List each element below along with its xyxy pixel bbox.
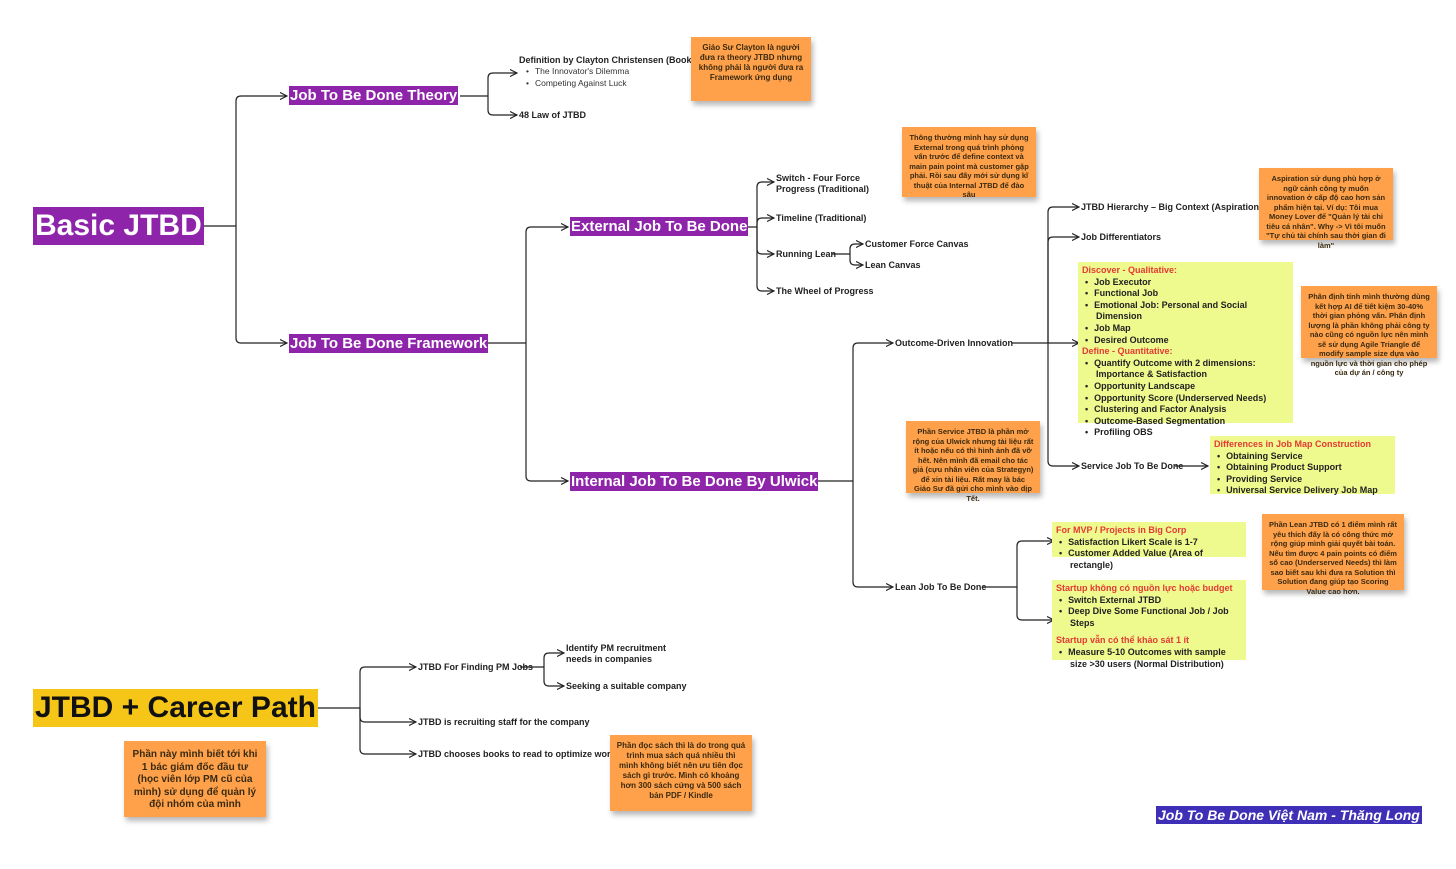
identify-pm-recruitment[interactable]: Identify PM recruitment needs in compani… (566, 643, 667, 664)
note-career[interactable]: Phần này mình biết tới khi 1 bác giám đố… (124, 741, 266, 817)
list-item: Profiling OBS (1094, 427, 1289, 439)
list-item: Quantify Outcome with 2 dimensions: Impo… (1094, 358, 1289, 381)
connector-basic-theory (235, 96, 287, 226)
law-of-jtbd[interactable]: 48 Law of JTBD (519, 110, 587, 120)
connector-career-finding (359, 667, 416, 708)
list-heading: For MVP / Projects in Big Corp (1056, 525, 1187, 535)
list-item: Functional Job (1094, 288, 1289, 300)
connector-career-recruiting (359, 708, 416, 722)
job-differentiators[interactable]: Job Differentiators (1081, 232, 1162, 242)
connector-framework-internal (525, 343, 568, 481)
connector-framework-external (525, 227, 568, 343)
list-item: Clustering and Factor Analysis (1094, 404, 1289, 416)
lean-canvas[interactable]: Lean Canvas (865, 260, 921, 270)
discover-items: Job Executor Functional Job Emotional Jo… (1082, 277, 1289, 347)
service-list: Differences in Job Map Construction Obta… (1210, 436, 1395, 497)
outcome-driven-innovation[interactable]: Outcome-Driven Innovation (895, 338, 1014, 348)
connector-internal-odi (852, 343, 893, 481)
list-item: Obtaining Product Support (1226, 462, 1391, 474)
connector-external-timeline (756, 218, 774, 227)
startup-list: Startup không có nguồn lực hoặc budget S… (1052, 580, 1246, 669)
connector-career-books (359, 708, 416, 754)
book-item: Competing Against Luck (535, 78, 695, 90)
connector-odi-hierarchy (1047, 207, 1079, 343)
list-heading: Startup không có nguồn lực hoặc budget (1056, 583, 1233, 593)
connector-odi-differentiators (1047, 237, 1079, 343)
note-service[interactable]: Phần Service JTBD là phần mở rộng của Ul… (906, 421, 1040, 503)
timeline-traditional[interactable]: Timeline (Traditional) (776, 213, 867, 223)
list-item: Obtaining Service (1226, 451, 1391, 463)
note-aspiration[interactable]: Aspiration sử dụng phù hợp ở ngữ cảnh cô… (1259, 168, 1393, 250)
mvp-list: For MVP / Projects in Big Corp Satisfact… (1052, 522, 1246, 570)
branch-jtbd-framework[interactable]: Job To Be Done Framework (289, 334, 489, 353)
list-heading: Differences in Job Map Construction (1214, 439, 1372, 449)
list-heading: Startup vẫn có thể khảo sát 1 ít (1056, 635, 1190, 646)
theory-definition-group: Definition by Clayton Christensen (Book)… (519, 55, 695, 89)
connector-lean-canvas (849, 254, 863, 265)
lean-jtbd[interactable]: Lean Job To Be Done (895, 582, 987, 592)
service-jtbd[interactable]: Service Job To Be Done (1081, 461, 1184, 471)
list-item: Universal Service Delivery Job Map (1226, 485, 1391, 497)
root-basic-jtbd[interactable]: Basic JTBD (33, 207, 204, 245)
note-books[interactable]: Phần đọc sách thì là do trong quá trình … (610, 735, 752, 811)
branch-jtbd-theory[interactable]: Job To Be Done Theory (289, 86, 459, 105)
footer-brand-label: Job To Be Done Việt Nam - Thăng Long (1156, 806, 1422, 824)
seeking-company[interactable]: Seeking a suitable company (566, 681, 687, 691)
list-item: Customer Added Value (Area of rectangle) (1068, 548, 1242, 571)
jtbd-finding-pm-jobs[interactable]: JTBD For Finding PM Jobs (418, 662, 533, 672)
list-item: Providing Service (1226, 474, 1391, 486)
book-item: The Innovator's Dilemma (535, 66, 695, 78)
switch-four-force[interactable]: Switch - Four Force Progress (Traditiona… (776, 173, 870, 194)
connector-external-switch (756, 182, 774, 227)
list-item: Desired Outcome (1094, 335, 1289, 347)
list-item: Satisfaction Likert Scale is 1-7 (1068, 537, 1242, 549)
definition-clayton[interactable]: Definition by Clayton Christensen (Book) (519, 55, 695, 65)
connector-external-wheel (756, 227, 774, 291)
jtbd-recruiting-staff[interactable]: JTBD is recruiting staff for the company (418, 717, 590, 727)
wheel-of-progress[interactable]: The Wheel of Progress (776, 286, 874, 296)
book-list: The Innovator's Dilemma Competing Agains… (519, 66, 695, 89)
survey-items: Measure 5-10 Outcomes with sample size >… (1056, 647, 1242, 670)
connector-lean-startup (1016, 587, 1054, 620)
jtbd-choose-books[interactable]: JTBD chooses books to read to optimize w… (418, 749, 616, 759)
branch-internal-jtbd-ulwick[interactable]: Internal Job To Be Done By Ulwick (570, 472, 819, 491)
list-item: Switch External JTBD (1068, 595, 1242, 607)
root-jtbd-career-path[interactable]: JTBD + Career Path (33, 689, 318, 727)
define-items: Quantify Outcome with 2 dimensions: Impo… (1082, 358, 1289, 439)
connector-external-running-lean (756, 227, 774, 254)
mvp-items: Satisfaction Likert Scale is 1-7 Custome… (1056, 537, 1242, 572)
list-item: Opportunity Landscape (1094, 381, 1289, 393)
connector-odi-service (1047, 343, 1079, 466)
connector-theory-definition (487, 73, 517, 96)
list-heading: Define - Quantitative: (1082, 346, 1173, 357)
connector-lean-customer-force (849, 244, 863, 254)
customer-force-canvas[interactable]: Customer Force Canvas (865, 239, 969, 249)
list-item: Measure 5-10 Outcomes with sample size >… (1068, 647, 1242, 670)
note-external[interactable]: Thông thường mình hay sử dụng External t… (902, 127, 1036, 199)
connector-finding-seeking (543, 667, 564, 686)
list-item: Opportunity Score (Underserved Needs) (1094, 393, 1289, 405)
list-item: Deep Dive Some Functional Job / Job Step… (1068, 606, 1242, 629)
service-items: Obtaining Service Obtaining Product Supp… (1214, 451, 1391, 497)
note-clayton[interactable]: Giáo Sư Clayton là người đưa ra theory J… (691, 37, 811, 101)
jtbd-hierarchy[interactable]: JTBD Hierarchy – Big Context (Aspiration… (1081, 202, 1263, 212)
odi-list: Discover - Qualitative: Job Executor Fun… (1078, 262, 1293, 437)
note-define[interactable]: Phân định tính mình thường dùng kết hợp … (1301, 286, 1437, 377)
list-item: Job Map (1094, 323, 1289, 335)
startup-items: Switch External JTBD Deep Dive Some Func… (1056, 595, 1242, 630)
connector-internal-lean (852, 481, 893, 587)
list-item: Outcome-Based Segmentation (1094, 416, 1289, 428)
connector-finding-identify (543, 653, 564, 667)
connector-lean-mvp (1016, 541, 1054, 587)
list-item: Emotional Job: Personal and Social Dimen… (1094, 300, 1289, 323)
running-lean[interactable]: Running Lean (776, 249, 836, 259)
note-lean[interactable]: Phần Lean JTBD có 1 điểm mình rất yêu th… (1262, 514, 1404, 596)
branch-external-jtbd[interactable]: External Job To Be Done (570, 217, 749, 236)
connector-theory-law (487, 96, 517, 115)
list-heading: Discover - Qualitative: (1082, 265, 1178, 275)
list-item: Job Executor (1094, 277, 1289, 289)
connector-basic-framework (235, 226, 287, 343)
